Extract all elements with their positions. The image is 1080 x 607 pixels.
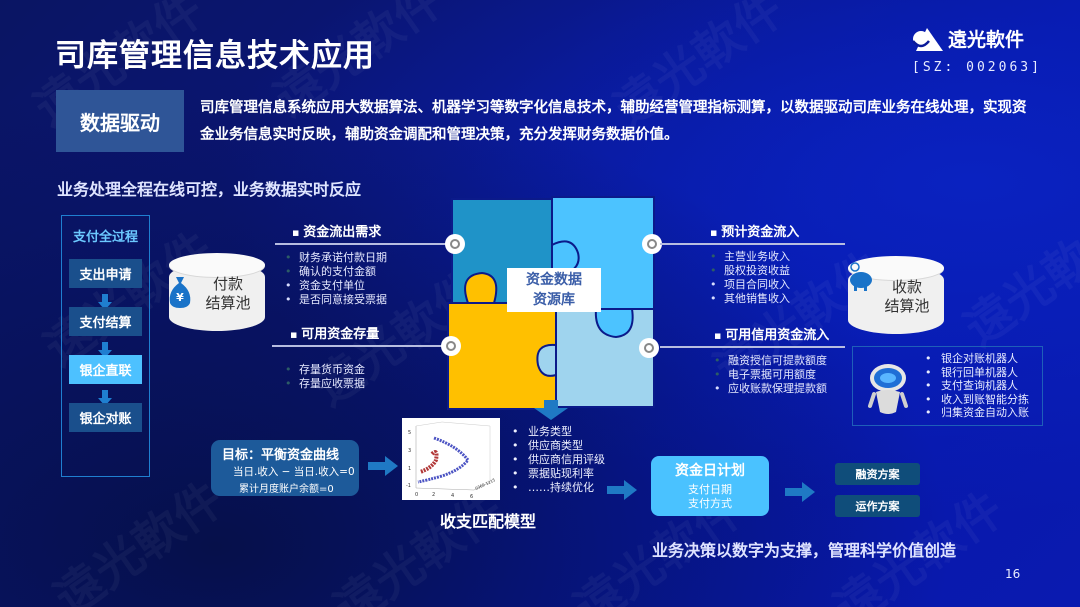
connector-node-icon	[642, 234, 662, 254]
svg-text:0: 0	[415, 492, 418, 498]
svg-text:3: 3	[408, 448, 411, 454]
svg-text:4: 4	[451, 493, 454, 499]
process-step-bank-direct-link: 银企直联	[69, 355, 142, 384]
page-title: 司库管理信息技术应用	[55, 38, 375, 74]
list-item: 收入到账智能分拣	[925, 393, 1029, 407]
list-item: 供应商类型	[512, 439, 605, 453]
list-item: 支付查询机器人	[925, 379, 1029, 393]
list-item: ……持续优化	[512, 481, 605, 495]
section-heading-expected-inflow: 预计资金流入	[710, 221, 799, 240]
watermark: 遠光軟件	[37, 461, 234, 607]
section-heading-credit-inflow: 可用信用资金流入	[714, 324, 829, 343]
page-number: 16	[1005, 567, 1021, 581]
puzzle-graphic	[447, 196, 655, 410]
list-item: 项目合同收入	[710, 278, 790, 292]
model-factor-list: 业务类型 供应商类型 供应商信用评级 票据贴现利率 ……持续优化	[512, 425, 605, 495]
payment-settlement-pool: ¥ 付款 结算池	[169, 253, 265, 331]
section-heading-outflow-demand: 资金流出需求	[292, 221, 381, 240]
svg-text:1: 1	[408, 466, 411, 472]
right-arrow-icon	[368, 456, 398, 476]
outflow-demand-list: 财务承诺付款日期 确认的支付金额 资金支付单位 是否同意接受票据	[285, 251, 387, 307]
section-heading-available-stock: 可用资金存量	[290, 323, 379, 342]
list-item: 供应商信用评级	[512, 453, 605, 467]
process-step-payment-settlement: 支付结算	[69, 307, 142, 336]
list-item: 其他销售收入	[710, 292, 790, 306]
list-item: 业务类型	[512, 425, 605, 439]
goal-title: 目标：平衡资金曲线	[222, 448, 340, 463]
robot-panel	[852, 346, 1043, 426]
expected-inflow-list: 主营业务收入 股权投资收益 项目合同收入 其他销售收入	[710, 250, 790, 306]
pool-label: 收款 结算池	[884, 278, 930, 315]
svg-text:-1: -1	[406, 483, 411, 489]
list-item: 存量应收票据	[285, 377, 365, 391]
list-item: 财务承诺付款日期	[285, 251, 387, 265]
daily-fund-plan-box: 资金日计划 支付日期 支付方式	[651, 456, 769, 516]
down-arrow-icon	[534, 400, 568, 420]
list-item: 主营业务收入	[710, 250, 790, 264]
svg-text:0369 1215: 0369 1215	[474, 477, 496, 491]
money-bag-yen-icon: ¥	[169, 277, 191, 308]
list-item: 确认的支付金额	[285, 265, 387, 279]
connector-line	[272, 345, 452, 347]
receipt-settlement-pool: 收款 结算池	[848, 256, 944, 334]
svg-text:2: 2	[432, 492, 435, 498]
list-item: 股权投资收益	[710, 264, 790, 278]
svg-text:5: 5	[408, 430, 411, 436]
payment-process-panel: 支付全过程 支出申请 支付结算 银企直联 银企对账	[61, 215, 150, 477]
watermark: 遠光軟件	[947, 191, 1080, 358]
down-arrow-icon	[98, 294, 112, 310]
list-item: 资金支付单位	[285, 279, 387, 293]
robot-icon	[868, 364, 908, 414]
list-item: 银企对账机器人	[925, 352, 1029, 366]
down-arrow-icon	[98, 390, 112, 406]
footer-slogan: 业务决策以数字为支撑，管理科学价值创造	[652, 541, 957, 560]
connector-line	[660, 346, 845, 348]
stock-code: [SZ: 002063]	[912, 60, 1042, 75]
robot-list: 银企对账机器人 银行回单机器人 支付查询机器人 收入到账智能分拣 归集资金自动入…	[925, 352, 1029, 420]
plan-line-2: 支付方式	[688, 497, 732, 510]
connector-line	[275, 243, 455, 245]
capital-data-resource-label: 资金数据 资源库	[507, 268, 601, 312]
plan-line-1: 支付日期	[688, 483, 732, 496]
intro-text: 司库管理信息系统应用大数据算法、机器学习等数字化信息技术，辅助经营管理指标测算，…	[200, 100, 1027, 143]
list-item: 归集资金自动入账	[925, 406, 1029, 420]
right-arrow-icon	[785, 482, 815, 502]
connector-node-icon	[445, 234, 465, 254]
list-item: 融资授信可提款额度	[714, 354, 827, 368]
goal-line-1: 当日.收入 − 当日.收入=0	[233, 466, 355, 478]
list-item: 应收账款保理提款额	[714, 382, 827, 396]
connector-node-icon	[441, 336, 461, 356]
connector-line	[660, 243, 845, 245]
matching-model-plot: 5 3 1 -1 0 2 4 6 0369 1215	[402, 418, 500, 500]
piggy-bank-icon	[850, 262, 872, 291]
financing-scheme-box: 融资方案	[835, 463, 920, 485]
available-stock-list: 存量货币资金 存量应收票据	[285, 363, 365, 391]
pool-label: 付款 结算池	[205, 275, 251, 312]
credit-inflow-list: 融资授信可提款额度 电子票据可用额度 应收账款保理提款额	[714, 354, 827, 396]
process-step-bank-reconciliation: 银企对账	[69, 403, 142, 432]
list-item: 存量货币资金	[285, 363, 365, 377]
logo-text: 遠光軟件	[948, 29, 1025, 51]
process-step-expense-request: 支出申请	[69, 259, 142, 288]
svg-text:¥: ¥	[176, 291, 184, 304]
list-item: 是否同意接受票据	[285, 293, 387, 307]
down-arrow-icon	[98, 342, 112, 358]
operation-scheme-box: 运作方案	[835, 495, 920, 517]
goal-box: 目标：平衡资金曲线 当日.收入 − 当日.收入=0 累计月度账户余额=0	[211, 440, 359, 496]
model-title: 收支匹配模型	[440, 512, 537, 531]
connector-node-icon	[639, 338, 659, 358]
list-item: 电子票据可用额度	[714, 368, 827, 382]
data-driven-badge: 数据驱动	[56, 90, 184, 152]
goal-line-2: 累计月度账户余额=0	[239, 484, 334, 495]
plan-title: 资金日计划	[675, 463, 745, 479]
process-title: 支付全过程	[72, 230, 138, 245]
svg-text:6: 6	[470, 494, 473, 500]
company-logo: 遠光軟件	[910, 25, 1024, 52]
logo-mark-icon	[912, 27, 943, 51]
list-item: 票据贴现利率	[512, 467, 605, 481]
list-item: 银行回单机器人	[925, 366, 1029, 380]
section-subtitle: 业务处理全程在线可控，业务数据实时反应	[57, 180, 362, 199]
right-arrow-icon	[607, 480, 637, 500]
